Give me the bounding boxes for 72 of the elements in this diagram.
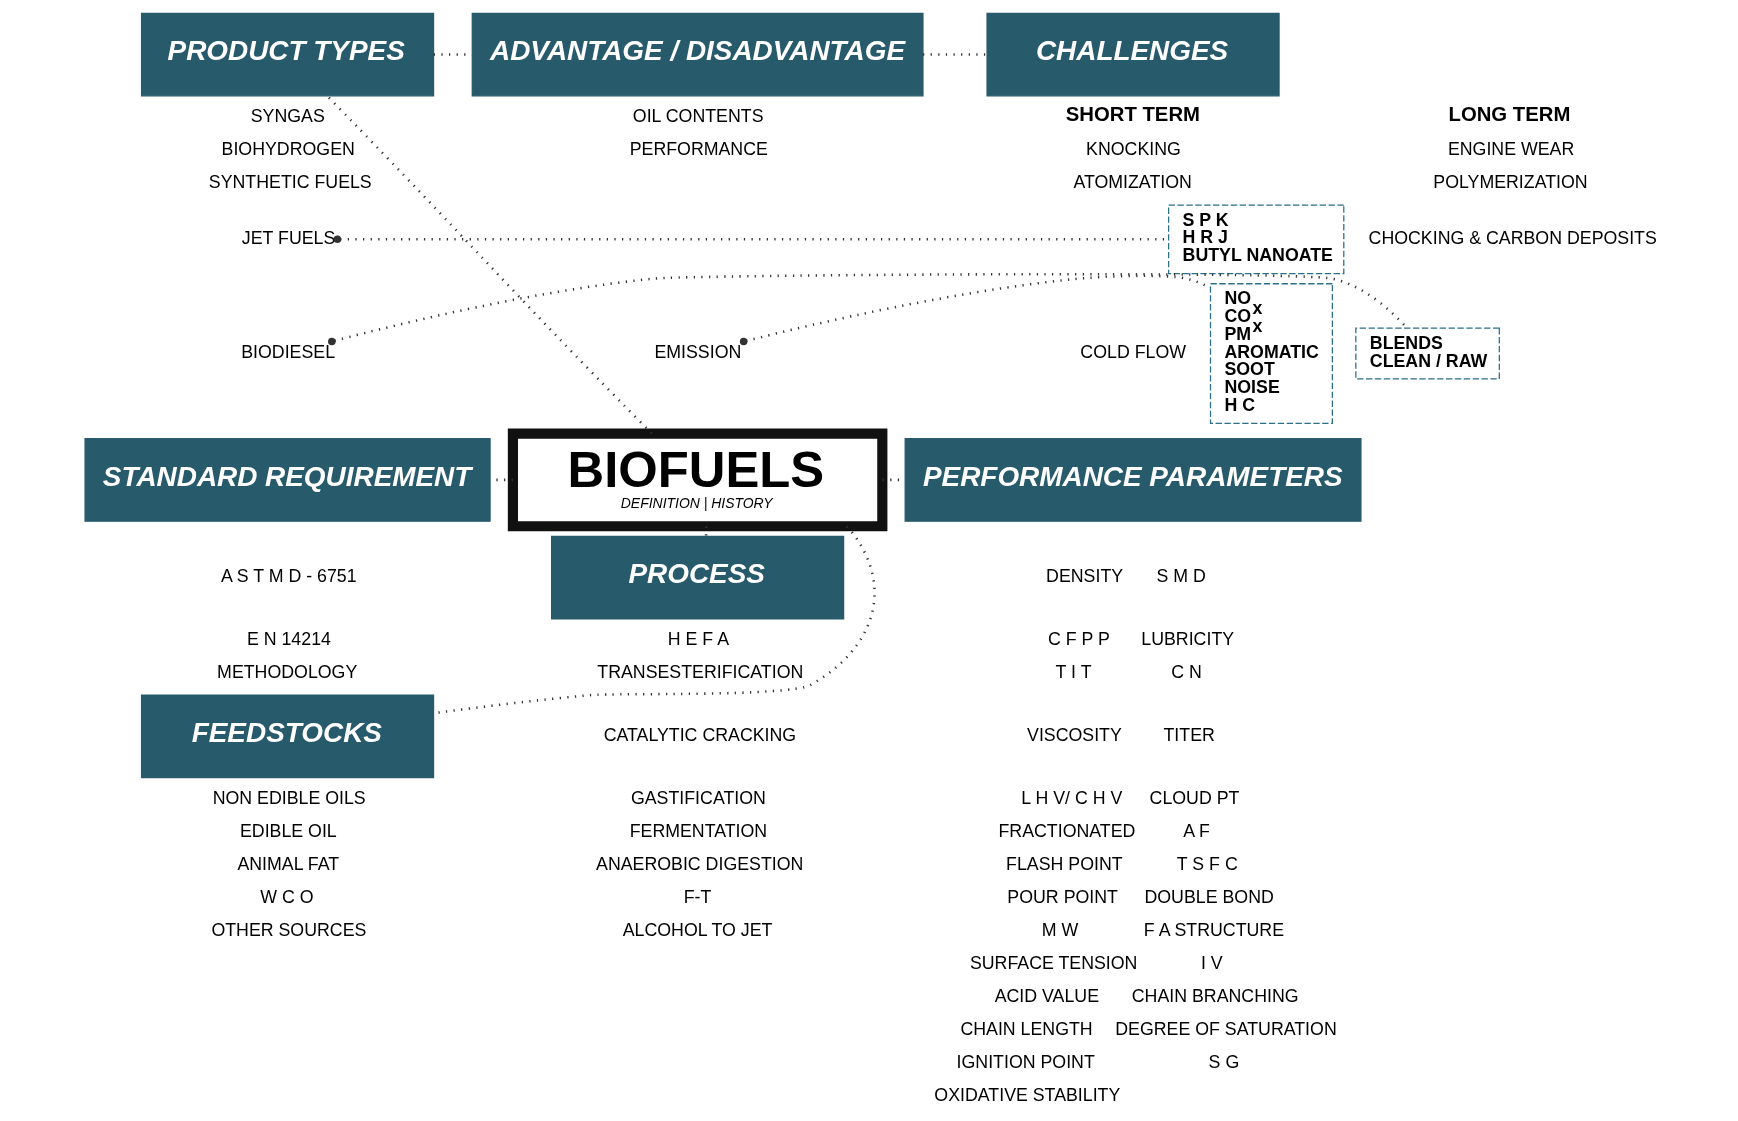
- node-text: L H V/ C H V: [1021, 787, 1123, 808]
- node-text: CHAIN BRANCHING: [1131, 985, 1299, 1006]
- node-text: JET FUELS: [241, 228, 336, 249]
- node-text: H E F A: [667, 629, 729, 650]
- node-text: CHOCKING & CARBON DEPOSITS: [1368, 228, 1657, 249]
- node-text: ANIMAL FAT: [237, 853, 340, 874]
- node-text: POLYMERIZATION: [1433, 172, 1588, 193]
- node-text: BIODIESEL: [241, 342, 336, 363]
- node-box: STANDARD REQUIREMENT: [84, 438, 491, 522]
- node-text: POUR POINT: [1007, 886, 1118, 907]
- node-text: M W: [1041, 919, 1079, 940]
- node-box: BLENDS CLEAN / RAW: [1355, 327, 1500, 380]
- node-text: NON EDIBLE OILS: [212, 787, 366, 808]
- node-box: PROCESS: [551, 535, 845, 620]
- node-text: EMISSION: [654, 342, 742, 363]
- node-text: C F P P: [1048, 629, 1110, 650]
- node-text: T I T: [1055, 662, 1092, 683]
- node-text: S M D: [1156, 566, 1206, 587]
- node-text: S G: [1208, 1051, 1240, 1072]
- node-box: FEEDSTOCKS: [140, 694, 435, 779]
- connector: [328, 272, 1408, 346]
- node-box: PRODUCT TYPES: [140, 12, 435, 97]
- node-text: C N: [1171, 662, 1202, 683]
- node-box: S P K H R J BUTYL NANOATE: [1167, 204, 1345, 275]
- node-text: VISCOSITY: [1027, 725, 1122, 746]
- node-box: BIOFUELS DEFINITION | HISTORY: [507, 428, 888, 532]
- node-text: PERFORMANCE: [629, 139, 768, 160]
- node-text: F A STRUCTURE: [1143, 919, 1285, 940]
- node-text: FERMENTATION: [629, 820, 768, 841]
- node-text: ACID VALUE: [994, 985, 1100, 1006]
- node-text: DOUBLE BOND: [1144, 886, 1274, 907]
- node-text: DENSITY: [1046, 566, 1124, 587]
- node-text: A F: [1183, 820, 1210, 841]
- connector: [923, 53, 987, 56]
- node-text: W C O: [260, 886, 314, 907]
- node-text: TRANSESTERIFICATION: [597, 662, 804, 683]
- node-text: LONG TERM: [1448, 103, 1571, 125]
- node-text: METHODOLOGY: [217, 662, 358, 683]
- node-text: T S F C: [1176, 853, 1238, 874]
- node-text: SYNTHETIC FUELS: [208, 172, 372, 193]
- node-text: SURFACE TENSION: [969, 952, 1138, 973]
- node-text: ENGINE WEAR: [1447, 139, 1575, 160]
- node-box: ADVANTAGE / DISADVANTAGE: [471, 12, 924, 97]
- node-text: CHAIN LENGTH: [960, 1018, 1093, 1039]
- node-box: PERFORMANCE PARAMETERS: [904, 438, 1362, 522]
- node-text: DEGREE OF SATURATION: [1115, 1018, 1337, 1039]
- node-text: TITER: [1163, 725, 1215, 746]
- node-text: BIOHYDROGEN: [221, 139, 355, 160]
- node-text: OXIDATIVE STABILITY: [934, 1084, 1121, 1105]
- node-text: IGNITION POINT: [956, 1051, 1095, 1072]
- node-text: F-T: [683, 886, 712, 907]
- node-text: KNOCKING: [1086, 139, 1181, 160]
- node-text: E N 14214: [246, 629, 331, 650]
- node-text: FLASH POINT: [1006, 853, 1123, 874]
- node-text: ALCOHOL TO JET: [622, 919, 773, 940]
- node-text: SHORT TERM: [1065, 103, 1200, 125]
- node-text: CLOUD PT: [1149, 787, 1240, 808]
- node-text: ATOMIZATION: [1073, 172, 1192, 193]
- node-text: FRACTIONATED: [998, 820, 1136, 841]
- node-text: A S T M D - 6751: [220, 566, 357, 587]
- node-text: EDIBLE OIL: [239, 820, 337, 841]
- node-text: SYNGAS: [250, 106, 325, 127]
- node-text: GASTIFICATION: [630, 787, 766, 808]
- node-text: I V: [1200, 952, 1223, 973]
- node-text: LUBRICITY: [1141, 629, 1235, 650]
- node-box: CHALLENGES: [986, 12, 1280, 97]
- connector: [326, 95, 653, 435]
- node-text: OIL CONTENTS: [632, 106, 764, 127]
- node-text: ANAEROBIC DIGESTION: [596, 853, 804, 874]
- node-text: COLD FLOW: [1080, 342, 1186, 363]
- node-text: CATALYTIC CRACKING: [603, 725, 797, 746]
- node-text: OTHER SOURCES: [211, 919, 367, 940]
